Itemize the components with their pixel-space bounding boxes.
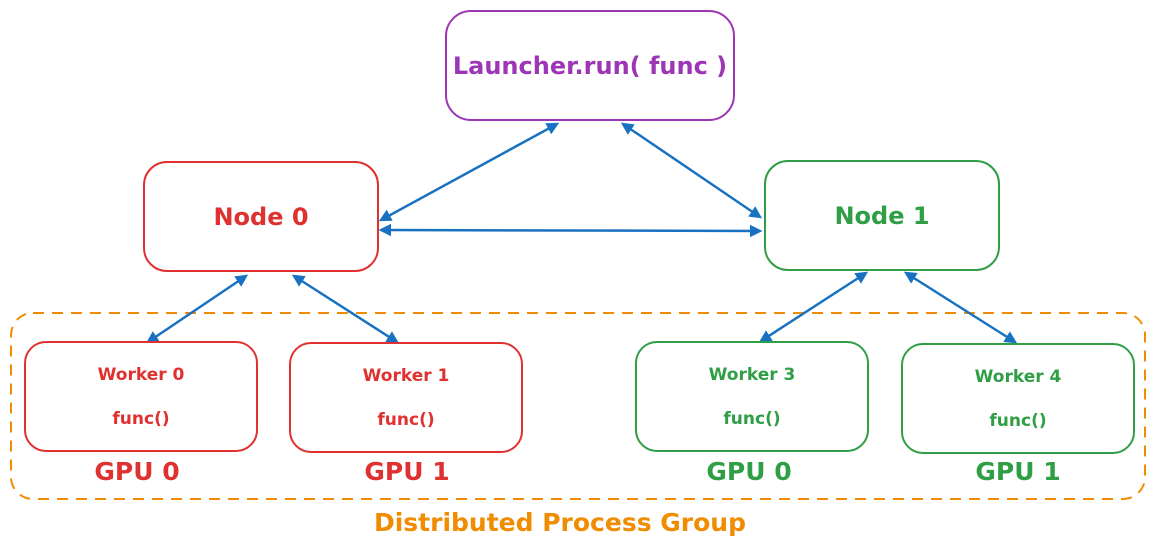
process-group-label: Distributed Process Group [373,508,747,537]
launcher-label: Launcher.run( func ) [452,51,728,80]
edge-launcher-node1 [620,122,763,219]
worker-3-func: func() [723,408,781,429]
gpu-label-worker-4: GPU 1 [975,457,1061,486]
worker-0-label: Worker 0 [97,364,185,385]
worker-1-label: Worker 1 [362,365,450,386]
gpu-label-worker-1: GPU 1 [364,457,450,486]
launcher-box: Launcher.run( func ) [445,10,735,121]
worker-4-func: func() [989,410,1047,431]
node-0-box: Node 0 [143,161,379,272]
worker-3-box: Worker 3 func() [635,341,869,452]
worker-1-box: Worker 1 func() [289,342,523,453]
edge-node1-worker3 [758,271,869,343]
edge-node0-worker1 [291,274,400,344]
worker-4-label: Worker 4 [974,366,1062,387]
worker-3-label: Worker 3 [708,364,796,385]
node-1-label: Node 1 [834,201,930,230]
node-0-label: Node 0 [213,202,309,231]
edge-launcher-node0 [378,122,560,222]
node-1-box: Node 1 [764,160,1000,271]
worker-0-box: Worker 0 func() [24,341,258,452]
worker-0-func: func() [112,408,170,429]
edge-node0-worker0 [145,274,249,344]
worker-4-box: Worker 4 func() [901,343,1135,454]
gpu-label-worker-3: GPU 0 [706,457,792,486]
process-group-boundary [10,312,1146,500]
worker-1-func: func() [377,409,435,430]
edge-node0-node1 [378,223,763,238]
edge-node1-worker4 [903,271,1018,344]
gpu-label-worker-0: GPU 0 [94,457,180,486]
